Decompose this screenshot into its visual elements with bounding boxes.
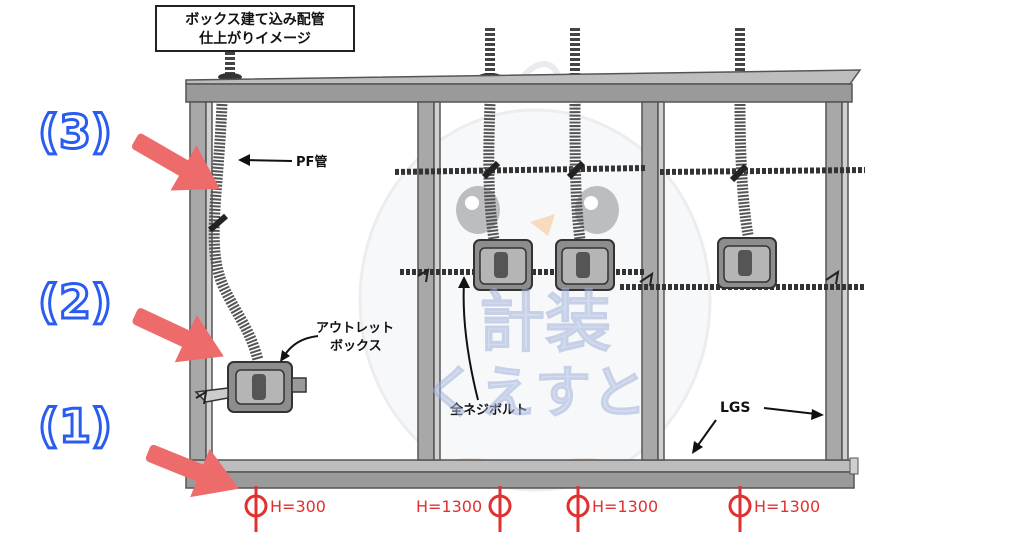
lgs-top-runner [185,69,862,103]
outlet-boxes [194,237,777,413]
lgs-stud [825,101,843,461]
pf-pipe [734,103,754,236]
pf-pipe [208,103,264,362]
lgs-stud [657,101,665,461]
pointer-arrows [131,133,239,498]
lgs-bottom-runner [185,457,859,489]
height-marker: H=300 [244,486,326,532]
lgs-label: LGS [720,400,751,416]
height-marker: H=1300 [728,486,820,532]
brackets [195,268,840,405]
threaded-rods [225,28,745,76]
outlet-box [194,361,307,413]
step-label-2: (2) [38,275,112,329]
pf-pipe [483,103,500,241]
step-label-1: (1) [38,399,112,453]
outlet-box [717,237,777,289]
outlet-box [473,239,533,291]
height-marker: H=1300 [566,486,658,532]
lgs-studs [189,101,849,461]
full-bolt-label: 全ネジボルト [449,402,528,418]
height-label: H=1300 [592,497,658,516]
height-label: H=1300 [416,497,482,516]
watermark-line1: 計装 [479,284,611,361]
height-label: H=1300 [754,497,820,516]
title-line2: 仕上がりイメージ [198,30,311,47]
pf-pipes [208,103,754,362]
title-box: ボックス建て込み配管 仕上がりイメージ [155,5,355,52]
height-markers: H=300 H=1300 H=1300 H=1300 [244,486,820,532]
height-label: H=300 [270,497,326,516]
height-marker: H=1300 [416,486,512,532]
lgs-stud [433,101,441,461]
lgs-stud [205,101,213,461]
annotations: PF管 アウトレット ボックス 全ネジボルト LGS [238,154,824,454]
arrow-icon [145,444,239,498]
lgs-stud [841,101,849,461]
step-label-3: (3) [38,105,112,159]
pipe-clips [208,160,749,233]
outlet-box-label-line2: ボックス [330,338,382,354]
step-labels: (3) (2) (1) [36,104,113,455]
outlet-box-label-line1: アウトレット [316,321,394,336]
outlet-box [555,239,615,291]
title-line1: ボックス建て込み配管 [185,11,325,28]
arrow-icon [132,308,224,363]
watermark-line2: くえすと [423,361,647,426]
pf-pipe [569,103,586,241]
arrow-icon [131,133,220,191]
pf-pipe-label: PF管 [296,154,327,170]
watermark-text: 計装 くえすと [423,284,648,427]
